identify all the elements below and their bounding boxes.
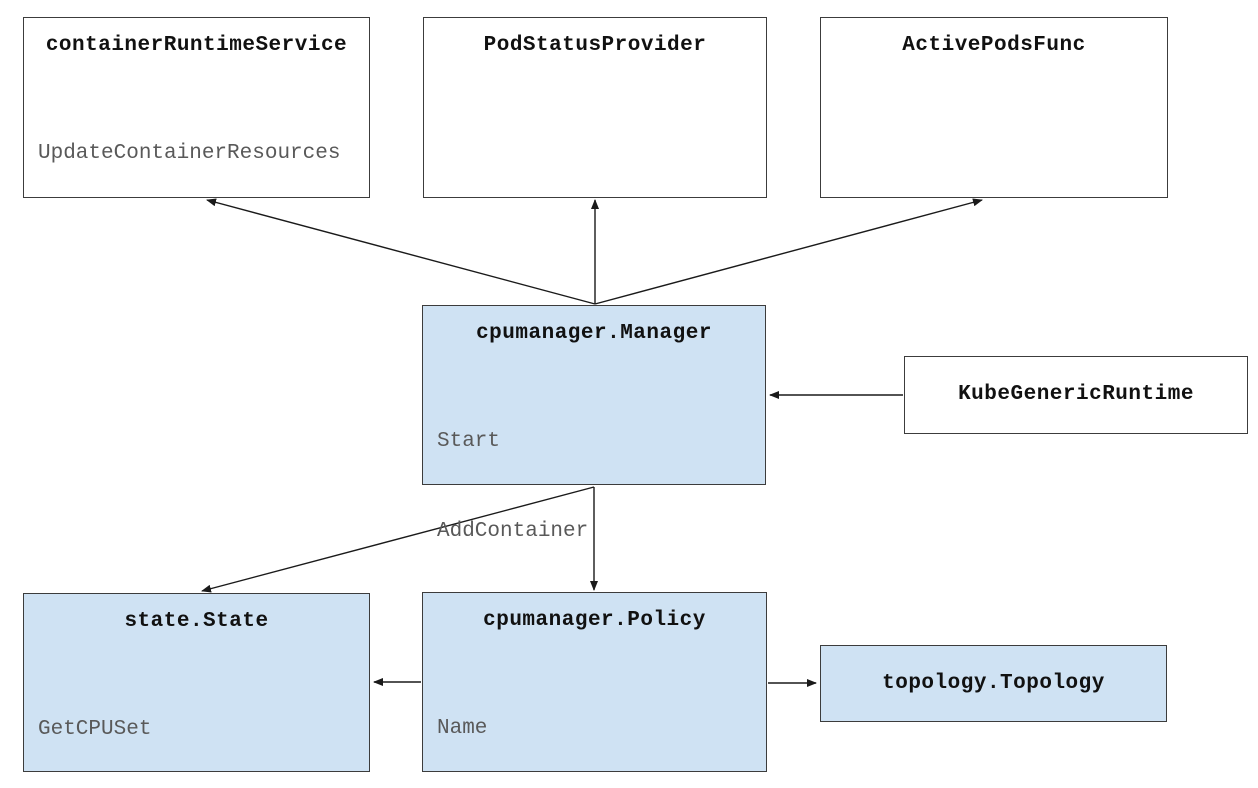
node-title: PodStatusProvider [483, 34, 707, 57]
node-title: cpumanager.Policy [483, 609, 706, 632]
node-title: KubeGenericRuntime [958, 383, 1194, 406]
node-kube-generic-runtime: KubeGenericRuntime [904, 356, 1248, 434]
method-label: AddContainer [437, 520, 589, 543]
node-methods: Name AddContainer RemoveContainer [437, 654, 752, 788]
method-label: Start [437, 430, 501, 453]
node-cpumanager-manager: cpumanager.Manager Start AddContainer Re… [422, 305, 766, 723]
node-methods: GetCPUSet GetDefaultCPUSet SetCPUSet Set… [38, 655, 355, 788]
node-pod-status-provider: PodStatusProvider [423, 17, 767, 198]
arrow-manager-to-active-pods-func [594, 198, 983, 305]
node-container-runtime-service: containerRuntimeService UpdateContainerR… [23, 17, 370, 198]
method-label: GetCPUSet [38, 718, 152, 741]
node-active-pods-func: ActivePodsFunc [820, 17, 1168, 198]
node-cpumanager-policy: cpumanager.Policy Name AddContainer Remo… [422, 592, 767, 772]
node-topology-topology: topology.Topology [820, 645, 1167, 722]
node-title: topology.Topology [882, 671, 1105, 695]
node-title: state.State [124, 610, 269, 633]
node-title: cpumanager.Manager [476, 322, 712, 345]
method-label: UpdateContainerResources [38, 142, 341, 165]
node-title: containerRuntimeService [45, 34, 348, 57]
node-methods: UpdateContainerResources [38, 79, 355, 229]
node-state-state: state.State GetCPUSet GetDefaultCPUSet S… [23, 593, 370, 772]
method-label: Name [437, 717, 488, 740]
node-title: ActivePodsFunc [902, 34, 1086, 57]
